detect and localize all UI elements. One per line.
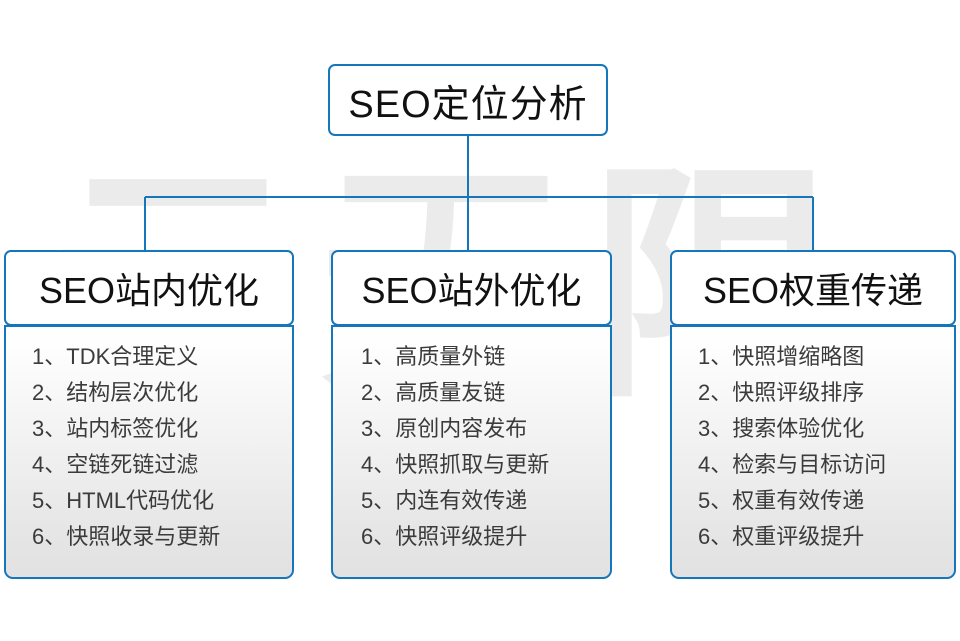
branch-body-2: 1、快照增缩略图 2、快照评级排序 3、搜索体验优化 4、检索与目标访问 5、权… [670, 325, 956, 579]
branch-header-label-2: SEO权重传递 [702, 270, 924, 311]
branch-header-1[interactable]: SEO站外优化 [331, 250, 612, 326]
list-item-index: 4、 [32, 452, 67, 477]
list-item[interactable]: 6、快照评级提升 [333, 519, 610, 555]
list-item-index: 3、 [32, 416, 67, 441]
list-item-text: 快照抓取与更新 [395, 452, 550, 477]
list-item[interactable]: 5、HTML代码优化 [6, 483, 292, 519]
list-item-text: 高质量友链 [395, 380, 506, 405]
list-item-index: 6、 [32, 524, 67, 549]
list-item-index: 5、 [698, 488, 733, 513]
list-item-index: 5、 [361, 488, 396, 513]
branch-column-1: SEO站外优化 1、高质量外链 2、高质量友链 3、原创内容发布 4、快照抓取与… [331, 250, 612, 579]
list-item-index: 1、 [698, 344, 733, 369]
list-item[interactable]: 3、搜索体验优化 [672, 411, 954, 447]
branch-list-2: 1、快照增缩略图 2、快照评级排序 3、搜索体验优化 4、检索与目标访问 5、权… [672, 339, 954, 555]
list-item-text: 空链死链过滤 [66, 452, 199, 477]
list-item-index: 1、 [361, 344, 396, 369]
branch-header-label-1: SEO站外优化 [361, 270, 582, 311]
list-item-index: 4、 [698, 452, 733, 477]
list-item-text: TDK合理定义 [66, 344, 199, 369]
list-item-index: 2、 [361, 380, 396, 405]
branch-header-0[interactable]: SEO站内优化 [4, 250, 294, 326]
list-item-text: HTML代码优化 [66, 488, 215, 513]
branch-column-0: SEO站内优化 1、TDK合理定义 2、结构层次优化 3、站内标签优化 4、空链… [4, 250, 294, 579]
list-item-text: 高质量外链 [395, 344, 506, 369]
list-item[interactable]: 2、结构层次优化 [6, 375, 292, 411]
list-item[interactable]: 4、快照抓取与更新 [333, 447, 610, 483]
list-item-index: 4、 [361, 452, 396, 477]
branch-body-1: 1、高质量外链 2、高质量友链 3、原创内容发布 4、快照抓取与更新 5、内连有… [331, 325, 612, 579]
list-item[interactable]: 2、高质量友链 [333, 375, 610, 411]
branch-list-1: 1、高质量外链 2、高质量友链 3、原创内容发布 4、快照抓取与更新 5、内连有… [333, 339, 610, 555]
list-item-index: 3、 [361, 416, 396, 441]
list-item-text: 权重评级提升 [732, 524, 865, 549]
list-item[interactable]: 5、权重有效传递 [672, 483, 954, 519]
list-item[interactable]: 6、权重评级提升 [672, 519, 954, 555]
list-item-text: 快照评级排序 [732, 380, 865, 405]
list-item-text: 内连有效传递 [395, 488, 528, 513]
list-item-text: 快照收录与更新 [66, 524, 221, 549]
list-item[interactable]: 3、站内标签优化 [6, 411, 292, 447]
branch-body-0: 1、TDK合理定义 2、结构层次优化 3、站内标签优化 4、空链死链过滤 5、H… [4, 325, 294, 579]
list-item-text: 结构层次优化 [66, 380, 199, 405]
branch-header-2[interactable]: SEO权重传递 [670, 250, 956, 326]
list-item-text: 快照增缩略图 [732, 344, 865, 369]
list-item[interactable]: 3、原创内容发布 [333, 411, 610, 447]
list-item-text: 权重有效传递 [732, 488, 865, 513]
branch-column-2: SEO权重传递 1、快照增缩略图 2、快照评级排序 3、搜索体验优化 4、检索与… [670, 250, 956, 579]
list-item[interactable]: 4、空链死链过滤 [6, 447, 292, 483]
root-node[interactable]: SEO定位分析 [328, 64, 608, 136]
list-item-text: 原创内容发布 [395, 416, 528, 441]
list-item-text: 检索与目标访问 [732, 452, 887, 477]
list-item-index: 1、 [32, 344, 67, 369]
list-item-index: 2、 [32, 380, 67, 405]
branch-list-0: 1、TDK合理定义 2、结构层次优化 3、站内标签优化 4、空链死链过滤 5、H… [6, 339, 292, 555]
list-item[interactable]: 6、快照收录与更新 [6, 519, 292, 555]
list-item-index: 6、 [361, 524, 396, 549]
list-item[interactable]: 1、高质量外链 [333, 339, 610, 375]
root-node-title: SEO定位分析 [348, 83, 588, 126]
list-item[interactable]: 2、快照评级排序 [672, 375, 954, 411]
list-item[interactable]: 4、检索与目标访问 [672, 447, 954, 483]
branch-header-label-0: SEO站内优化 [38, 270, 260, 311]
list-item[interactable]: 1、快照增缩略图 [672, 339, 954, 375]
list-item-text: 站内标签优化 [66, 416, 199, 441]
list-item[interactable]: 1、TDK合理定义 [6, 339, 292, 375]
list-item-text: 快照评级提升 [395, 524, 528, 549]
list-item-index: 5、 [32, 488, 67, 513]
list-item[interactable]: 5、内连有效传递 [333, 483, 610, 519]
list-item-index: 6、 [698, 524, 733, 549]
list-item-index: 3、 [698, 416, 733, 441]
list-item-text: 搜索体验优化 [732, 416, 865, 441]
list-item-index: 2、 [698, 380, 733, 405]
